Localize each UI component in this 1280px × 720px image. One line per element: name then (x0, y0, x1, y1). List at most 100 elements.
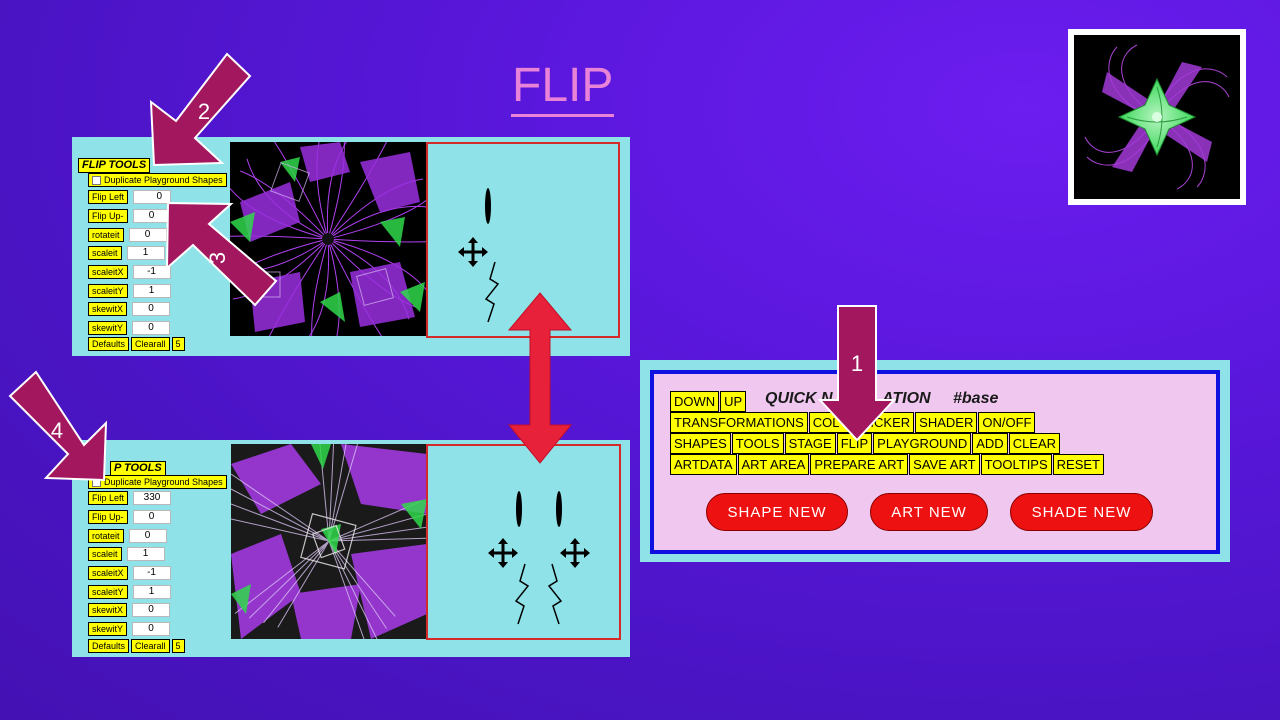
skewitx-button[interactable]: skewitX (88, 603, 128, 617)
art-new-button[interactable]: ART NEW (870, 493, 988, 531)
rotateit-button[interactable]: rotateit (88, 529, 124, 543)
nav-reset-button[interactable]: RESET (1052, 454, 1104, 475)
duplicate-label: Duplicate Playground Shapes (104, 477, 223, 487)
shade-new-button[interactable]: SHADE NEW (1010, 493, 1153, 531)
rotateit-button[interactable]: rotateit (88, 228, 124, 242)
scaleity-button[interactable]: scaleitY (88, 284, 128, 298)
tool-row-rotateit: rotateit 0 (88, 228, 167, 242)
flip-up-input[interactable]: 0 (132, 209, 171, 223)
zigzag-shape-left (514, 563, 530, 625)
scaleit-button[interactable]: scaleit (88, 246, 122, 260)
scaleit-input[interactable]: 1 (126, 246, 165, 260)
flip-tools-panel-before: FLIP TOOLS Duplicate Playground Shapes F… (72, 137, 630, 356)
nav-playground-button[interactable]: PLAYGROUND (873, 433, 972, 454)
nav-down-button[interactable]: DOWN (670, 391, 720, 412)
tool-row-skewitx: skewitX 0 (88, 302, 171, 316)
stage-canvas[interactable] (426, 142, 620, 338)
flip-left-input[interactable]: 330 (133, 491, 172, 505)
quick-navigation-box: DOWN UP QUICK N ATION #base TRANSFORMATI… (650, 370, 1220, 554)
nav-tools-button[interactable]: TOOLS (731, 433, 784, 454)
quick-nav-heading-right: ATION (882, 390, 931, 407)
nav-shader-button[interactable]: SHADER (915, 412, 978, 433)
tool-row-scaleitx: scaleitX -1 (88, 265, 171, 279)
flip-up-button[interactable]: Flip Up- (88, 209, 128, 223)
move-icon-right (560, 538, 590, 568)
annotation-number-2: 2 (198, 99, 210, 124)
skewitx-input[interactable]: 0 (132, 603, 171, 617)
count-badge: 5 (171, 639, 185, 653)
skewity-input[interactable]: 0 (132, 622, 171, 636)
duplicate-checkbox[interactable] (92, 175, 101, 185)
scaleitx-button[interactable]: scaleitX (88, 566, 128, 580)
nav-row-4: ARTDATA ART AREA PREPARE ART SAVE ART TO… (670, 454, 1105, 475)
skewitx-button[interactable]: skewitX (88, 302, 128, 316)
tool-row-skewity: skewitY 0 (88, 622, 171, 636)
nav-prepare-art-button[interactable]: PREPARE ART (810, 454, 909, 475)
duplicate-label: Duplicate Playground Shapes (104, 175, 223, 185)
skewity-button[interactable]: skewitY (88, 321, 128, 335)
tool-row-flip-up: Flip Up- 0 (88, 510, 171, 524)
skewitx-input[interactable]: 0 (132, 302, 171, 316)
move-icon (458, 237, 488, 267)
quick-nav-heading-left: QUICK N (765, 390, 833, 407)
nav-transformations-button[interactable]: TRANSFORMATIONS (670, 412, 808, 433)
rotateit-input[interactable]: 0 (128, 228, 167, 242)
flip-left-button[interactable]: Flip Left (88, 491, 129, 505)
scaleity-input[interactable]: 1 (132, 585, 171, 599)
nav-row-1: DOWN UP (670, 391, 747, 412)
nav-clear-button[interactable]: CLEAR (1008, 433, 1061, 454)
scaleity-button[interactable]: scaleitY (88, 585, 128, 599)
nav-row-3: SHAPES TOOLS STAGE FLIP PLAYGROUND ADD C… (670, 433, 1061, 454)
nav-shapes-button[interactable]: SHAPES (670, 433, 731, 454)
nav-up-button[interactable]: UP (720, 391, 747, 412)
nav-stage-button[interactable]: STAGE (784, 433, 836, 454)
count-badge: 5 (171, 337, 185, 351)
eye-shape (485, 188, 491, 224)
tool-row-flip-left: Flip Left 0 (88, 190, 172, 204)
duplicate-shapes-toggle[interactable]: Duplicate Playground Shapes (88, 173, 227, 187)
scaleity-input[interactable]: 1 (132, 284, 171, 298)
scaleit-input[interactable]: 1 (126, 547, 165, 561)
flip-tools-panel-after: P TOOLS Duplicate Playground Shapes Flip… (72, 440, 630, 657)
defaults-button[interactable]: Defaults (88, 639, 130, 653)
flip-left-input[interactable]: 0 (133, 190, 172, 204)
tool-row-skewity: skewitY 0 (88, 321, 171, 335)
flip-up-button[interactable]: Flip Up- (88, 510, 128, 524)
skewity-input[interactable]: 0 (132, 321, 171, 335)
nav-save-art-button[interactable]: SAVE ART (909, 454, 980, 475)
tool-row-scaleitx: scaleitX -1 (88, 566, 171, 580)
tools-footer: Defaults Clearall 5 (88, 639, 185, 653)
flip-tools-title: FLIP TOOLS (78, 158, 151, 173)
scaleit-button[interactable]: scaleit (88, 547, 122, 561)
annotation-arrow-4 (8, 370, 108, 482)
scaleitx-input[interactable]: -1 (132, 265, 171, 279)
flip-tools-title: P TOOLS (110, 461, 166, 476)
stage-canvas[interactable] (426, 444, 621, 640)
duplicate-shapes-toggle[interactable]: Duplicate Playground Shapes (88, 475, 227, 489)
clearall-button[interactable]: Clearall (131, 639, 170, 653)
nav-add-button[interactable]: ADD (972, 433, 1008, 454)
nav-onoff-button[interactable]: ON/OFF (978, 412, 1036, 433)
scaleitx-button[interactable]: scaleitX (88, 265, 128, 279)
flip-left-button[interactable]: Flip Left (88, 190, 129, 204)
clearall-button[interactable]: Clearall (131, 337, 170, 351)
tool-row-flip-left: Flip Left 330 (88, 491, 172, 505)
rotateit-input[interactable]: 0 (128, 529, 167, 543)
double-arrow-icon (507, 292, 573, 464)
flip-up-input[interactable]: 0 (132, 510, 171, 524)
art-canvas[interactable] (230, 142, 426, 336)
zigzag-shape (484, 261, 500, 323)
shape-new-button[interactable]: SHAPE NEW (706, 493, 848, 531)
scaleitx-input[interactable]: -1 (132, 566, 171, 580)
nav-tooltips-button[interactable]: TOOLTIPS (980, 454, 1052, 475)
skewity-button[interactable]: skewitY (88, 622, 128, 636)
nav-art-area-button[interactable]: ART AREA (737, 454, 810, 475)
tool-row-scaleity: scaleitY 1 (88, 585, 171, 599)
tool-row-scaleit: scaleit 1 (88, 547, 165, 561)
nav-artdata-button[interactable]: ARTDATA (670, 454, 737, 475)
tool-row-skewitx: skewitX 0 (88, 603, 171, 617)
defaults-button[interactable]: Defaults (88, 337, 130, 351)
tool-row-scaleit: scaleit 1 (88, 246, 165, 260)
art-canvas[interactable] (231, 444, 427, 639)
